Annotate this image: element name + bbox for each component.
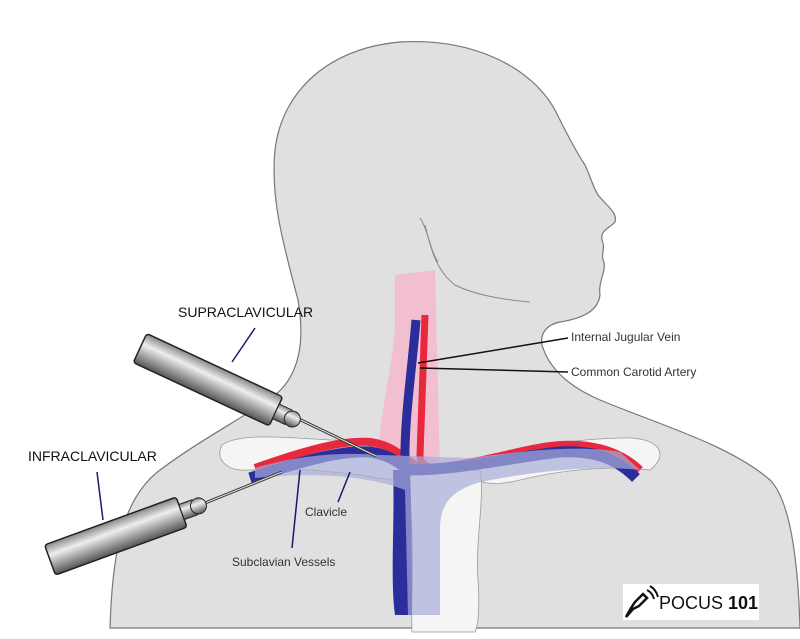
infraclavicular-label: INFRACLAVICULAR — [28, 448, 157, 464]
supraclavicular-syringe — [133, 333, 377, 458]
internal-jugular-vein — [400, 319, 421, 466]
ear-line — [419, 217, 439, 263]
cca-leader-line — [419, 367, 569, 373]
vessel-overlay — [255, 448, 640, 615]
common-carotid-artery-label: Common Carotid Artery — [571, 365, 697, 379]
supraclavicular-label: SUPRACLAVICULAR — [178, 304, 314, 320]
infraclavicular-syringe — [44, 470, 283, 575]
pocus-logo: POCUS 101 — [623, 584, 759, 620]
internal-jugular-vein-label: Internal Jugular Vein — [571, 330, 681, 344]
clavicle-label: Clavicle — [305, 505, 348, 519]
logo-number: 101 — [728, 593, 759, 613]
body-silhouette — [109, 41, 800, 629]
ultrasound-probe-icon — [624, 585, 659, 618]
logo-text: POCUS — [659, 593, 724, 613]
ijv-leader-line — [417, 337, 569, 364]
leader-lines — [96, 327, 351, 549]
subclavian-vessels-label: Subclavian Vessels — [232, 555, 336, 569]
